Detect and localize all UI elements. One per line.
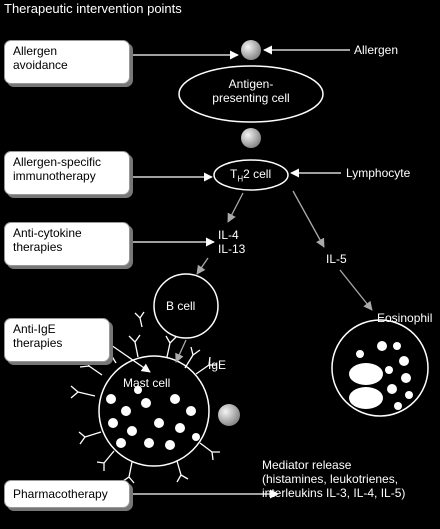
mast-cell-granules — [106, 386, 200, 450]
eosinophil-granules — [349, 341, 413, 410]
mast-cell-circle — [98, 355, 210, 467]
il4-label: IL-4 — [218, 228, 239, 242]
il5-label: IL-5 — [326, 252, 347, 266]
bcell-to-mastcell-arrow — [175, 339, 187, 363]
il13-label: IL-13 — [218, 242, 246, 256]
eosinophil-label: Eosinophil — [377, 311, 433, 325]
antigen-sphere — [241, 128, 261, 148]
apc-ellipse — [178, 65, 324, 123]
allergen-sphere — [241, 40, 261, 60]
mast-cell-label: Mast cell — [123, 376, 171, 390]
apc-label: Antigen- presenting cell — [212, 77, 290, 105]
pharmacotherapy-box[interactable]: Pharmacotherapy — [4, 480, 130, 508]
allergen-avoidance-box[interactable]: Allergen avoidance — [4, 40, 130, 84]
mast-cell-allergen-sphere — [218, 404, 240, 426]
anti-ige-arrow — [110, 344, 151, 373]
th2-to-il5-arrow — [292, 190, 325, 248]
anti-cytokine-box[interactable]: Anti-cytokine therapies — [4, 222, 130, 266]
il5-to-eosinophil-arrow — [339, 269, 373, 311]
mediator-release-label: Mediator release (histamines, leukotrien… — [262, 458, 406, 500]
il4-to-bcell-arrow — [196, 257, 209, 275]
b-cell-circle — [153, 273, 219, 339]
page-title: Therapeutic intervention points — [4, 1, 182, 16]
allergen-label: Allergen — [354, 43, 399, 57]
th2-cell-label: TH2 cell — [230, 167, 272, 184]
th2-to-il4-arrow — [227, 192, 244, 223]
eosinophil-circle — [331, 319, 429, 417]
immunotherapy-box[interactable]: Allergen-specific immunotherapy — [4, 151, 130, 195]
th2-cell-ellipse — [213, 159, 289, 191]
ige-label: IgE — [208, 358, 227, 372]
lymphocyte-label: Lymphocyte — [346, 166, 411, 180]
anti-ige-box[interactable]: Anti-IgE therapies — [4, 318, 110, 362]
b-cell-label: B cell — [166, 299, 196, 313]
